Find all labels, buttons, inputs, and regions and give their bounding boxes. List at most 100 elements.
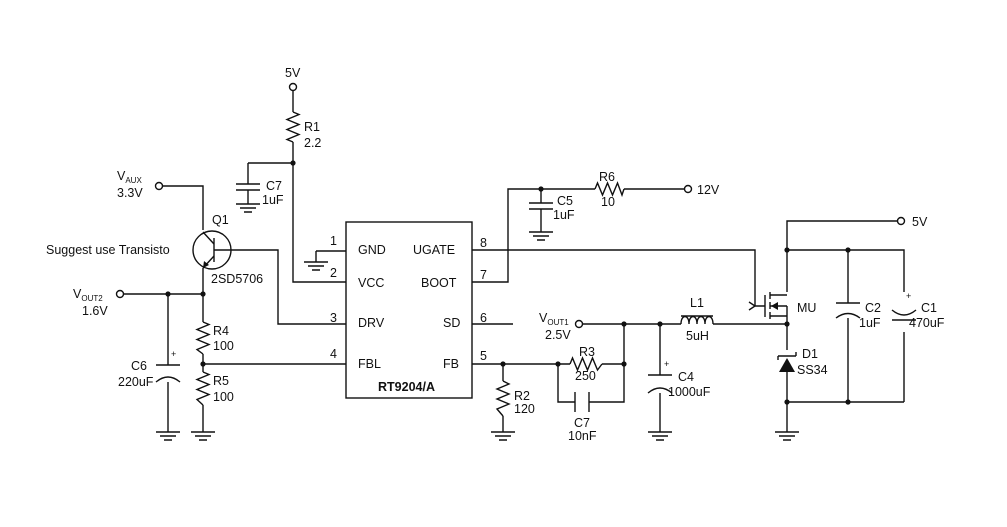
resistor-r3 (569, 356, 603, 372)
terminal-vout2 (115, 289, 125, 299)
c1-ref: C1 (921, 301, 937, 315)
q1-collector-lead (202, 231, 215, 245)
ic-pin-name-drv: DRV (358, 316, 385, 330)
terminal-5v-top (288, 82, 298, 92)
junction-vout2-c6 (165, 291, 171, 297)
ic-pin-name-sd: SD (443, 316, 460, 330)
r4-value: 100 (213, 339, 234, 353)
wire-bus-c1 (787, 249, 905, 402)
q1-value: 2SD5706 (211, 272, 263, 286)
ground-ic-gnd (304, 261, 328, 271)
c6-ref: C6 (131, 359, 147, 373)
junction-r4-r5 (200, 361, 206, 367)
ic-pin-num-8: 8 (480, 236, 487, 250)
capacitors: C7 1uF C5 1uF + C6 220uF C7 10nF + C4 10… (118, 179, 945, 443)
junction-vout1-c4 (657, 321, 663, 327)
c7-bottom-ref: C7 (574, 416, 590, 430)
capacitor-c2 (835, 302, 861, 319)
resistor-r5 (195, 371, 211, 406)
c1-value: 470uF (909, 316, 945, 330)
c1-polarity: + (906, 291, 911, 301)
ground-c4 (648, 431, 672, 441)
r3-value: 250 (575, 369, 596, 383)
q1-ref: Q1 (212, 213, 229, 227)
junction-vcc (290, 160, 296, 166)
q1-emitter-arrow (203, 261, 209, 268)
r5-value: 100 (213, 390, 234, 404)
diode-d1: D1 SS34 (777, 347, 828, 377)
wire-c7-branch (247, 162, 293, 184)
d1-value: SS34 (797, 363, 828, 377)
d1-ref: D1 (802, 347, 818, 361)
r5-ref: R5 (213, 374, 229, 388)
ic-part-number: RT9204/A (378, 380, 435, 394)
net-value-vaux: 3.3V (117, 186, 143, 200)
c5-value: 1uF (553, 208, 575, 222)
wire-vcc (292, 163, 346, 283)
net-label-vaux-main: V (117, 169, 126, 183)
c7-top-ref: C7 (266, 179, 282, 193)
wire-gnd-pin (315, 250, 346, 262)
junction-switch-node (784, 321, 790, 327)
junction-fb-r2 (500, 361, 506, 367)
ground-d1 (775, 431, 799, 441)
net-value-vout2: 1.6V (82, 304, 108, 318)
junction-vout1-fb (621, 321, 627, 327)
terminal-vout1 (574, 319, 584, 329)
c6-value: 220uF (118, 375, 154, 389)
transistor-q1: Q1 2SD5706 Suggest use Transisto (46, 213, 263, 286)
capacitor-c4 (647, 374, 673, 394)
junction-r3-c7 (621, 361, 627, 367)
net-labels: 5V 12V 5V VAUX 3.3V VOUT2 1.6V VOUT1 2.5… (73, 66, 928, 342)
c4-ref: C4 (678, 370, 694, 384)
resistors: R1 2.2 R6 10 R4 100 R5 100 R2 120 R3 250 (195, 111, 625, 417)
d1-cathode-bar (777, 352, 797, 360)
wire-c7-bottom (557, 324, 625, 403)
junction-diode-bottom (784, 399, 790, 405)
ic-pin-name-gnd: GND (358, 243, 386, 257)
c5-ref: C5 (557, 194, 573, 208)
ground-c7-top (236, 203, 260, 213)
resistor-r6 (594, 181, 625, 198)
junction-c2-top (845, 247, 851, 253)
junction-vout2-r4 (200, 291, 206, 297)
junction-fb-c7 (555, 361, 561, 367)
ic-pin-num-4: 4 (330, 347, 337, 361)
ic-pin-name-ugate: UGATE (413, 243, 455, 257)
ic-pin-num-7: 7 (480, 268, 487, 282)
net-label-vout2-main: V (73, 287, 82, 301)
mu-ref: MU (797, 301, 816, 315)
l1-value: 5uH (686, 329, 709, 343)
grounds (156, 203, 799, 441)
net-label-vout2: VOUT2 (73, 287, 103, 303)
r6-ref: R6 (599, 170, 615, 184)
net-label-12v: 12V (697, 183, 720, 197)
net-label-vout1-main: V (539, 311, 548, 325)
wires (124, 91, 905, 432)
net-label-vaux-sub: AUX (125, 176, 142, 185)
ic-pin-name-fb: FB (443, 357, 459, 371)
ground-c6 (156, 431, 180, 441)
terminal-vaux (154, 181, 164, 191)
ic-pin-num-6: 6 (480, 311, 487, 325)
net-label-vout1-sub: OUT1 (547, 318, 569, 327)
r6-value: 10 (601, 195, 615, 209)
ic-pin-num-3: 3 (330, 311, 337, 325)
wire-ugate (472, 249, 765, 307)
net-label-5v-right: 5V (912, 215, 928, 229)
d1-body (779, 358, 795, 372)
ic-pin-num-2: 2 (330, 266, 337, 280)
r3-ref: R3 (579, 345, 595, 359)
terminal-12v (683, 184, 693, 194)
r4-ref: R4 (213, 324, 229, 338)
resistor-r1 (285, 111, 301, 143)
net-value-vout1: 2.5V (545, 328, 571, 342)
ic-body (345, 221, 473, 399)
net-label-vaux: VAUX (117, 169, 142, 185)
transistor-note: Suggest use Transisto (46, 243, 170, 257)
capacitor-c1 (891, 309, 917, 321)
c7-bottom-value: 10nF (568, 429, 597, 443)
r2-value: 120 (514, 402, 535, 416)
junctions (165, 160, 851, 405)
net-label-vout1: VOUT1 (539, 311, 569, 327)
